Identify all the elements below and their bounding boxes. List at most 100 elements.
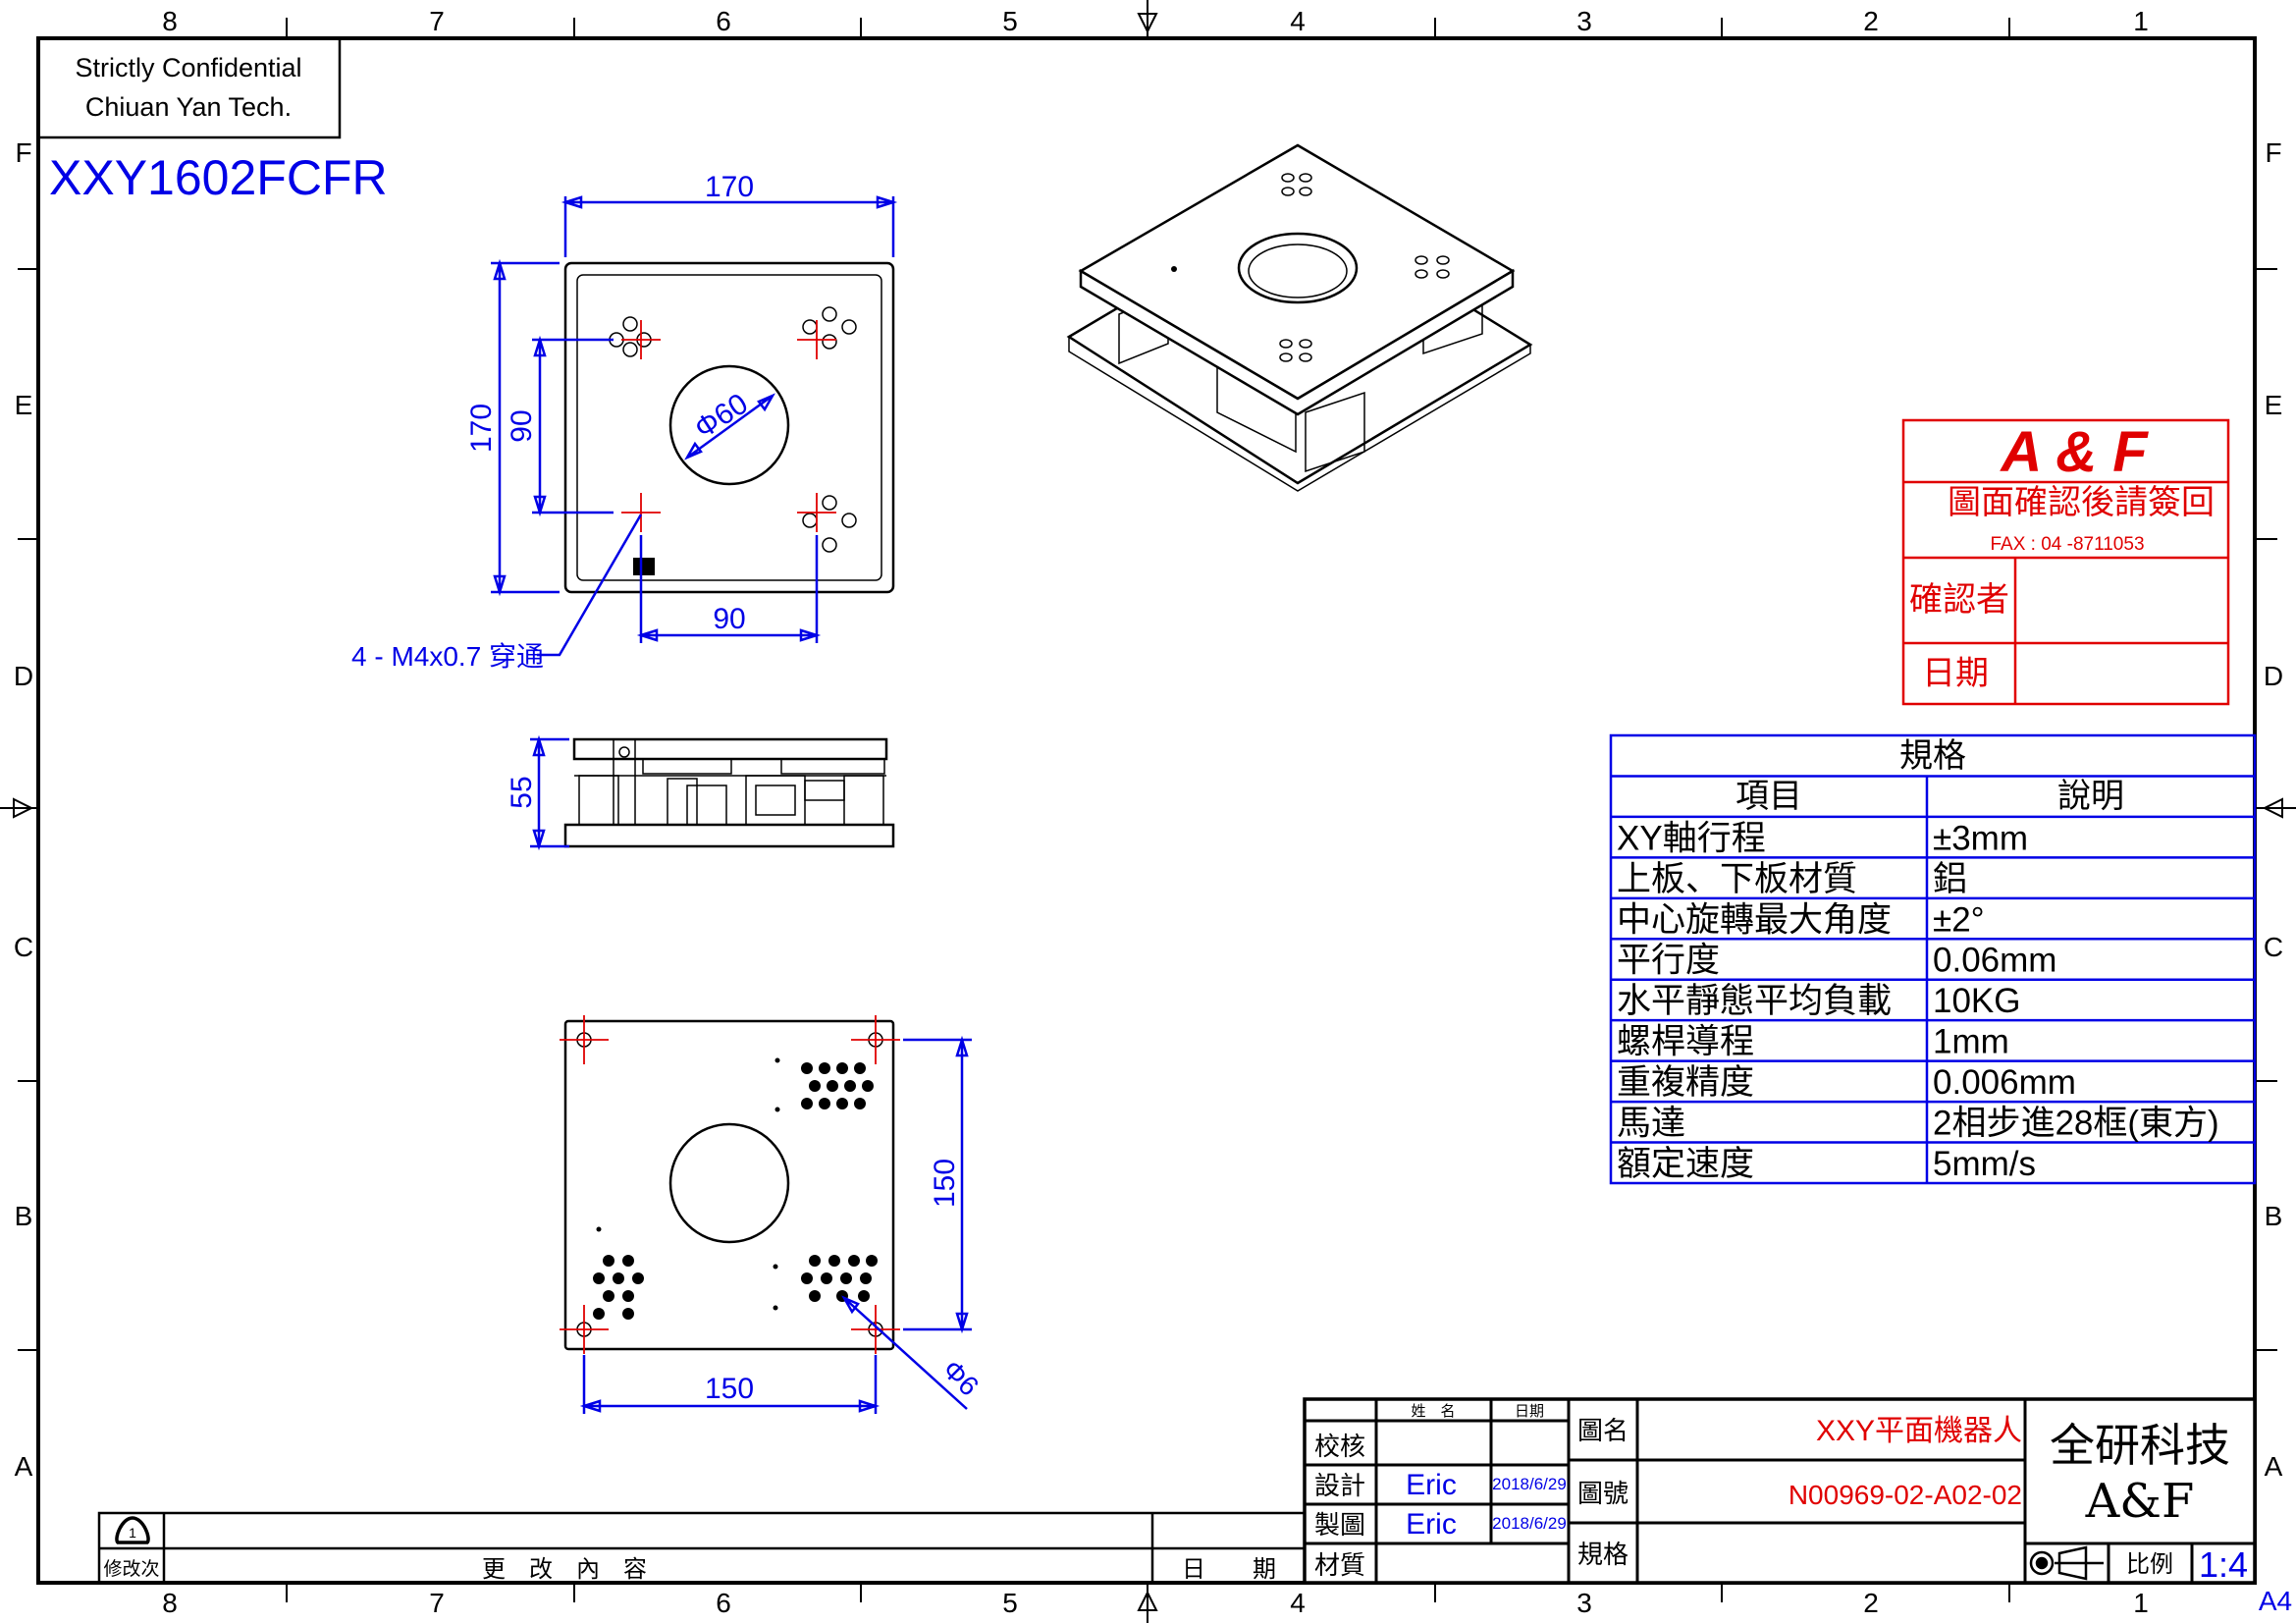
- dimensions-top-width: 170: [705, 171, 754, 203]
- designer-name: Eric: [1406, 1469, 1457, 1501]
- mounting-hole: [622, 1290, 634, 1302]
- dimensions-bottom-pitch-v: 150: [929, 1159, 961, 1208]
- mounting-hole: [821, 1272, 832, 1284]
- frame-columns-5: 3: [1576, 1588, 1592, 1618]
- title-block-drawing-name-label: 圖名: [1577, 1417, 1629, 1446]
- spec-item: XY軸行程: [1617, 819, 1766, 857]
- spec-desc: 1mm: [1933, 1023, 2009, 1061]
- revision-block-rev-label: 修改次: [103, 1558, 159, 1580]
- mounting-hole-grids: [593, 1057, 878, 1320]
- frame-columns-2: 6: [716, 1588, 731, 1618]
- mounting-hole: [774, 1107, 780, 1112]
- frame-columns-0: 8: [162, 1588, 178, 1618]
- model-number: XXY1602FCFR: [49, 150, 388, 205]
- spec-header-desc: 說明: [2057, 778, 2124, 815]
- mounting-hole: [860, 1272, 872, 1284]
- frame-rows-5: A: [15, 1451, 33, 1482]
- confidential-box: Strictly Confidential Chiuan Yan Tech.: [36, 36, 342, 139]
- mounting-hole: [854, 1062, 866, 1074]
- mounting-hole: [827, 1080, 838, 1092]
- spec-table-row: 中心旋轉最大角度±2°: [1617, 900, 1985, 939]
- spec-table-row: 上板、下板材質鋁: [1617, 860, 1967, 898]
- mounting-hole: [809, 1080, 821, 1092]
- mounting-hole: [593, 1272, 605, 1284]
- revision-block-content-label: 更 改 內 容: [482, 1555, 647, 1583]
- mounting-hole: [809, 1255, 821, 1267]
- approval-stamp: A & F 圖面確認後請簽回 FAX : 04 -8711053 確認者 日期: [1901, 418, 2230, 706]
- dimensions-hole-pitch-h: 90: [713, 603, 745, 635]
- top-view: [563, 261, 895, 594]
- spec-item: 平行度: [1617, 942, 1720, 980]
- mounting-hole: [613, 1272, 624, 1284]
- frame-columns-6: 2: [1863, 1588, 1879, 1618]
- frame-rows-0: F: [15, 137, 31, 168]
- mounting-hole: [801, 1062, 813, 1074]
- spec-desc: 0.006mm: [1933, 1063, 2076, 1102]
- spec-item: 螺桿導程: [1617, 1023, 1754, 1061]
- revision-block: 1 修改次 更 改 內 容 日 期: [97, 1511, 1307, 1585]
- revision-block-date-label: 日 期: [1182, 1555, 1276, 1583]
- revision-block-rev-symbol: 1: [129, 1525, 136, 1541]
- frame-rows-4: B: [2265, 1201, 2283, 1231]
- title-block: 姓 名 日期 校核 設計 Eric 2018/6/29 製圖 Eric 2018…: [1303, 1397, 2257, 1585]
- dimensions-top-height: 170: [465, 404, 498, 453]
- design-date: 2018/6/29: [1492, 1475, 1567, 1493]
- spec-desc: 2相步進28框(東方): [1933, 1105, 2219, 1143]
- title-block-spec-label: 規格: [1577, 1541, 1629, 1570]
- top-view-dimensions: 170 170 90 90 Φ60 4 - M4x0.7 穿通: [351, 171, 898, 672]
- mounting-hole: [622, 1308, 634, 1320]
- mounting-hole: [774, 1057, 780, 1063]
- mounting-hole: [819, 1062, 830, 1074]
- mounting-hole: [603, 1290, 614, 1302]
- spec-table-title: 規格: [1899, 737, 1966, 775]
- frame-columns-0: 8: [162, 6, 178, 36]
- spec-item: 水平靜態平均負載: [1617, 982, 1892, 1020]
- mounting-hole: [858, 1290, 870, 1302]
- frame-rows-1: E: [2265, 390, 2283, 420]
- spec-table: 規格 項目 說明 XY軸行程±3mm上板、下板材質鋁中心旋轉最大角度±2°平行度…: [1609, 733, 2257, 1185]
- frame-columns-7: 1: [2133, 6, 2149, 36]
- stamp-brand: A & F: [1999, 420, 2149, 484]
- mounting-hole: [801, 1272, 813, 1284]
- frame-rows-3: C: [2264, 932, 2283, 962]
- mounting-hole: [596, 1226, 602, 1232]
- drawing-name: XXY平面機器人: [1816, 1415, 2022, 1447]
- thread-note: 4 - M4x0.7 穿通: [351, 641, 544, 672]
- mounting-hole: [819, 1098, 830, 1109]
- dimensions-bottom-pitch-h: 150: [705, 1373, 754, 1405]
- spec-desc: ±2°: [1933, 900, 1985, 939]
- drawing-number: N00969-02-A02-02: [1789, 1480, 2022, 1510]
- bottom-view: 150 150 Φ6: [560, 1015, 985, 1414]
- mounting-hole: [840, 1272, 852, 1284]
- frame-rows-5: A: [2265, 1451, 2283, 1482]
- spec-table-row: 水平靜態平均負載 10KG: [1617, 982, 2021, 1020]
- mounting-hole: [801, 1098, 813, 1109]
- isometric-view: [1066, 143, 1533, 492]
- spec-table-row: XY軸行程±3mm: [1617, 819, 2028, 857]
- spec-desc: 0.06mm: [1933, 942, 2056, 980]
- spec-item: 馬達: [1617, 1105, 1685, 1143]
- mounting-hole: [848, 1255, 860, 1267]
- spec-table-row: 馬達 2相步進28框(東方): [1617, 1105, 2219, 1143]
- frame-columns-3: 5: [1002, 1588, 1018, 1618]
- frame-rows-3: C: [14, 932, 33, 962]
- title-block-drawing-no-label: 圖號: [1577, 1480, 1629, 1509]
- spec-table-row: 平行度 0.06mm: [1617, 942, 2056, 980]
- mounting-hole: [862, 1080, 874, 1092]
- title-block-name-header: 姓 名: [1411, 1402, 1455, 1420]
- sheet-size: A4: [2259, 1586, 2292, 1616]
- title-block-roles-0-label: 校核: [1314, 1433, 1365, 1462]
- title-block-roles-2-label: 製圖: [1314, 1511, 1365, 1541]
- mounting-hole: [809, 1290, 821, 1302]
- frame-columns-5: 3: [1576, 6, 1592, 36]
- mounting-hole: [593, 1308, 605, 1320]
- spec-desc: 10KG: [1933, 982, 2021, 1020]
- frame-columns-4: 4: [1290, 6, 1306, 36]
- projection-symbol-icon: [2029, 1545, 2104, 1581]
- company-line: Chiuan Yan Tech.: [85, 92, 292, 122]
- frame-columns-3: 5: [1002, 6, 1018, 36]
- frame-rows-2: D: [14, 661, 33, 691]
